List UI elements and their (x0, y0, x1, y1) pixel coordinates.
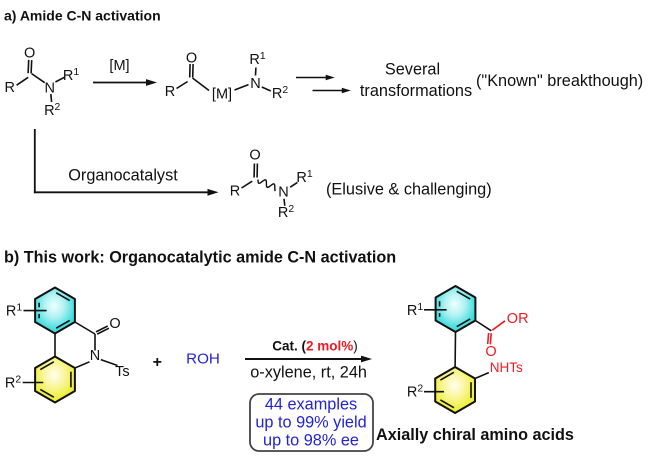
svg-text:a) Amide C-N activation: a) Amide C-N activation (4, 7, 161, 23)
svg-text:o-xylene, rt, 24h: o-xylene, rt, 24h (250, 364, 367, 382)
svg-text:ROH: ROH (186, 350, 220, 367)
svg-text:up to 98% ee: up to 98% ee (263, 432, 359, 450)
svg-text:(Elusive & challenging): (Elusive & challenging) (326, 181, 492, 199)
svg-text:OR: OR (507, 311, 529, 327)
svg-text:R: R (165, 84, 175, 100)
svg-text:+: + (153, 354, 162, 371)
svg-text:44 examples: 44 examples (265, 396, 357, 414)
svg-text:R: R (5, 80, 15, 96)
svg-text:[M]: [M] (212, 87, 232, 103)
svg-text:b) This work: Organocatalytic: b) This work: Organocatalytic amide C-N … (4, 249, 396, 267)
svg-text:Ts: Ts (115, 364, 130, 380)
svg-text:O: O (109, 316, 120, 332)
svg-text:("Known" breakthough): ("Known" breakthough) (476, 72, 643, 90)
svg-text:O: O (186, 51, 197, 67)
svg-text:Cat. (2 mol%): Cat. (2 mol%) (272, 339, 358, 354)
svg-text:up to 99% yield: up to 99% yield (255, 414, 366, 432)
svg-text:N: N (250, 76, 260, 92)
svg-text:Axially chiral amino acids: Axially chiral amino acids (376, 426, 574, 444)
svg-text:N: N (278, 185, 288, 201)
svg-text:O: O (249, 148, 260, 164)
svg-text:[M]: [M] (109, 58, 129, 74)
svg-text:transformations: transformations (360, 82, 472, 100)
svg-text:R: R (230, 184, 240, 200)
svg-text:O: O (24, 46, 35, 62)
svg-text:Organocatalyst: Organocatalyst (68, 167, 178, 185)
svg-text:N: N (90, 348, 100, 364)
svg-text:NHTs: NHTs (490, 360, 523, 375)
svg-text:Several: Several (385, 61, 440, 79)
svg-text:O: O (485, 344, 496, 360)
svg-text:N: N (45, 81, 55, 97)
